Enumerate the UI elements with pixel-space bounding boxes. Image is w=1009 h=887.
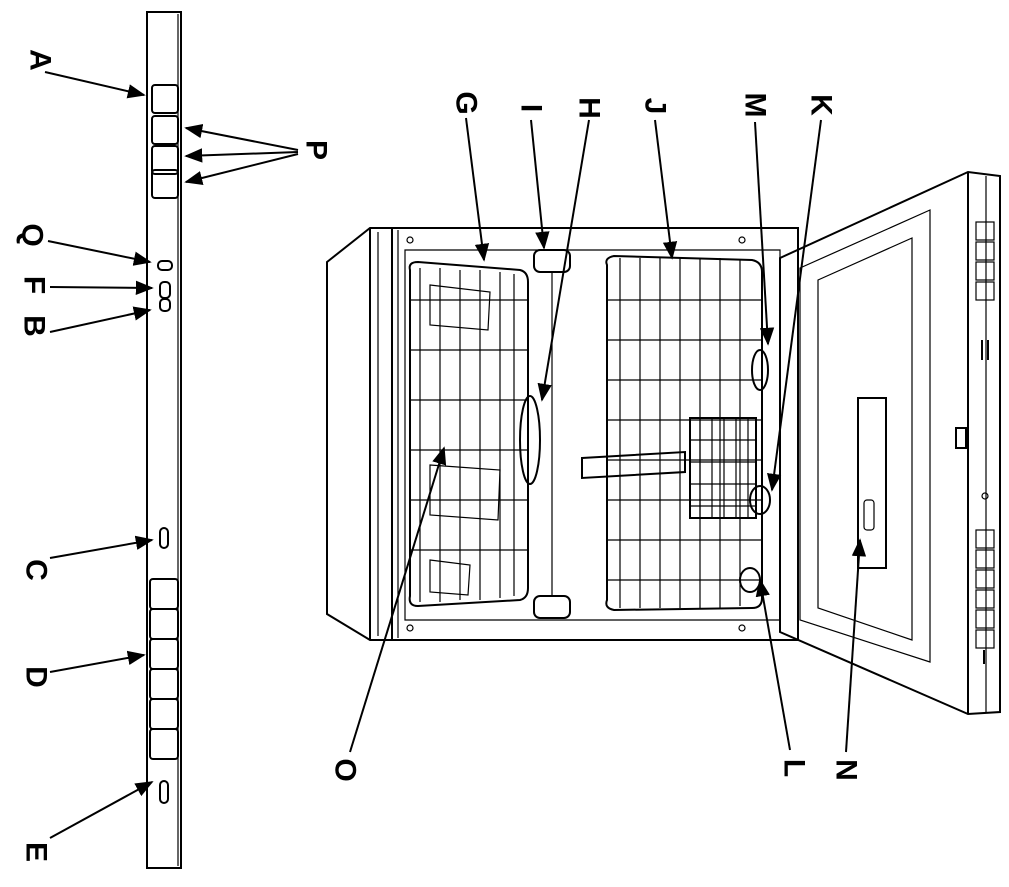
indicator-b	[159, 298, 171, 312]
label-j: J	[639, 98, 672, 115]
label-k: K	[805, 94, 838, 116]
label-f: F	[18, 276, 51, 294]
cutlery-basket	[689, 417, 757, 519]
control-panel-callouts: A P Q F B C D E	[16, 49, 333, 862]
label-l: L	[778, 759, 811, 777]
label-a: A	[24, 49, 57, 71]
label-g: G	[450, 91, 483, 114]
detergent-dispenser	[857, 397, 887, 569]
indicator-e	[159, 780, 169, 804]
panel-button-p1	[151, 115, 179, 145]
open-door	[779, 170, 1001, 716]
bottom-button-group	[149, 578, 179, 760]
cabinet-frame	[391, 227, 799, 641]
label-q: Q	[16, 223, 49, 246]
dishwasher-unit	[326, 170, 1001, 716]
control-panel-strip	[146, 11, 182, 869]
lower-basket	[581, 254, 771, 612]
upper-basket	[408, 260, 541, 608]
panel-button-p2	[151, 145, 179, 175]
worktop	[326, 227, 393, 641]
label-e: E	[20, 842, 53, 862]
label-o: O	[329, 758, 362, 781]
label-n: N	[830, 759, 863, 781]
indicator-c	[159, 527, 169, 549]
indicator-q	[157, 260, 173, 271]
label-b: B	[18, 315, 51, 337]
label-d: D	[20, 666, 53, 688]
indicator-f	[159, 281, 171, 299]
dishwasher-callouts: G I H J M K O L N	[329, 91, 867, 782]
top-button-group	[151, 84, 179, 199]
label-p: P	[300, 140, 333, 160]
upper-spray-arm	[533, 249, 571, 619]
panel-button-a	[151, 84, 179, 114]
panel-button-p3	[151, 169, 179, 199]
label-h: H	[573, 97, 606, 119]
label-m: M	[739, 93, 772, 118]
label-i: I	[515, 104, 548, 112]
label-c: C	[20, 559, 53, 581]
